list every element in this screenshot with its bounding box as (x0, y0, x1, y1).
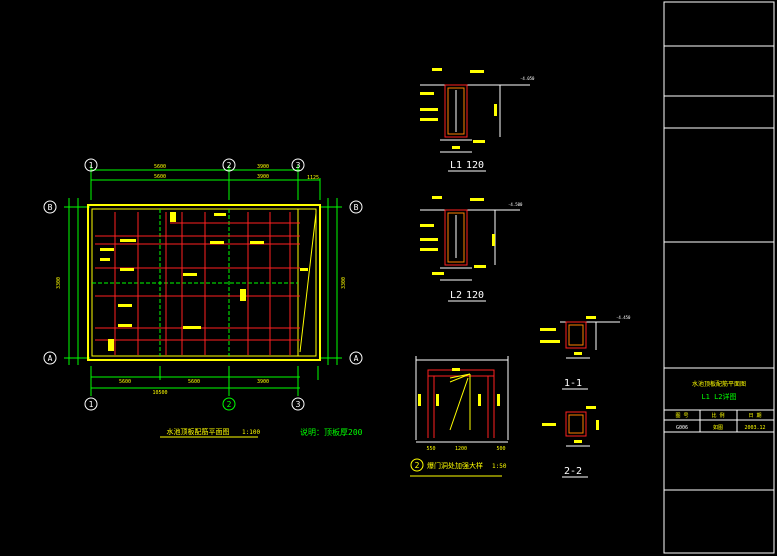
titleblock-header-number: 图 号 (675, 413, 688, 419)
l2-section (420, 209, 520, 281)
plan-title: 水池顶板配筋平面图 (167, 427, 230, 436)
l1-label: L1 (450, 160, 462, 171)
grid-bubble-1-bottom: 1 (84, 397, 98, 411)
grid-bubble-2-bottom: 2 (222, 397, 236, 411)
grid-bubble-3-top: 3 (291, 158, 305, 172)
l2-label: L2 (450, 290, 462, 301)
titleblock-project: 水池顶板配筋平面图 (692, 380, 746, 388)
grid-bubble-b-left: B (43, 200, 57, 214)
plan-note: 说明：顶板厚200 (300, 427, 363, 437)
l1-elevation: -4.050 (520, 76, 535, 81)
dim-top-5600: 5600 (154, 164, 166, 170)
s22-label: 2-2 (564, 466, 582, 477)
dim-top-1125: 1125 (307, 175, 319, 181)
rebar-callouts (100, 212, 308, 351)
title-block (663, 1, 775, 554)
dim-bottom-3900: 3900 (257, 379, 269, 385)
titleblock-header-date: 日 期 (748, 413, 761, 419)
door-detail-number-bubble (410, 458, 424, 472)
dim-bottom-5600: 5600 (119, 379, 131, 385)
grid-bubble-a-left: A (43, 351, 57, 365)
titleblock-header-scale: 比 例 (711, 412, 724, 419)
door-dim-1200: 1200 (455, 446, 467, 452)
titleblock-value-date: 2003.12 (744, 425, 765, 431)
door-callouts (418, 368, 500, 406)
l1-callouts (420, 68, 497, 149)
door-dim-500: 500 (496, 446, 505, 452)
l2-elevation: -4.500 (508, 202, 523, 207)
s22-callouts (542, 406, 599, 443)
svg-text:3: 3 (296, 400, 301, 409)
svg-text:1: 1 (89, 400, 94, 409)
svg-text:2: 2 (227, 161, 232, 170)
l2-callouts (420, 196, 495, 275)
grid-bubble-a-right: A (349, 351, 363, 365)
svg-text:A: A (354, 354, 359, 363)
door-detail-scale: 1:50 (492, 463, 507, 470)
dim-left-3300: 3300 (56, 277, 62, 289)
dim-top-3900: 3900 (257, 164, 269, 170)
svg-text:1: 1 (89, 161, 94, 170)
titleblock-value-scale: 如图 (713, 424, 723, 431)
plan-scale: 1:100 (242, 429, 260, 436)
dim-top-inner-5600: 5600 (154, 174, 166, 180)
svg-text:2: 2 (227, 400, 232, 409)
grid-bubble-3-bottom: 3 (291, 397, 305, 411)
titleblock-drawing-name: L1 L2详图 (701, 392, 736, 401)
section-1-1 (560, 321, 620, 359)
slab-outline (87, 204, 321, 361)
svg-text:3: 3 (296, 161, 301, 170)
grid-bubble-2-top: 2 (222, 158, 236, 172)
svg-text:A: A (48, 354, 53, 363)
svg-text:B: B (354, 203, 359, 212)
l1-size: 120 (466, 160, 484, 171)
plan-grid-lines (64, 165, 342, 396)
dim-bottom-total: 10500 (152, 390, 167, 396)
svg-text:B: B (48, 203, 53, 212)
s11-label: 1-1 (564, 378, 582, 389)
door-detail (415, 356, 509, 443)
grid-bubble-1-top: 1 (84, 158, 98, 172)
dim-bottom-5600b: 5600 (188, 379, 200, 385)
s11-elevation: -4.450 (616, 315, 631, 320)
door-detail-number: 2 (415, 461, 420, 470)
titleblock-value-number: G006 (676, 425, 688, 431)
dim-top-inner-3900: 3900 (257, 174, 269, 180)
door-dim-550: 550 (426, 446, 435, 452)
section-2-2 (565, 411, 590, 447)
s11-callouts (540, 316, 596, 355)
l1-section (420, 84, 530, 153)
l2-size: 120 (466, 290, 484, 301)
grid-bubble-b-right: B (349, 200, 363, 214)
door-detail-title: 爆门洞处加强大样 (427, 461, 483, 470)
dim-right-3300: 3300 (341, 277, 347, 289)
